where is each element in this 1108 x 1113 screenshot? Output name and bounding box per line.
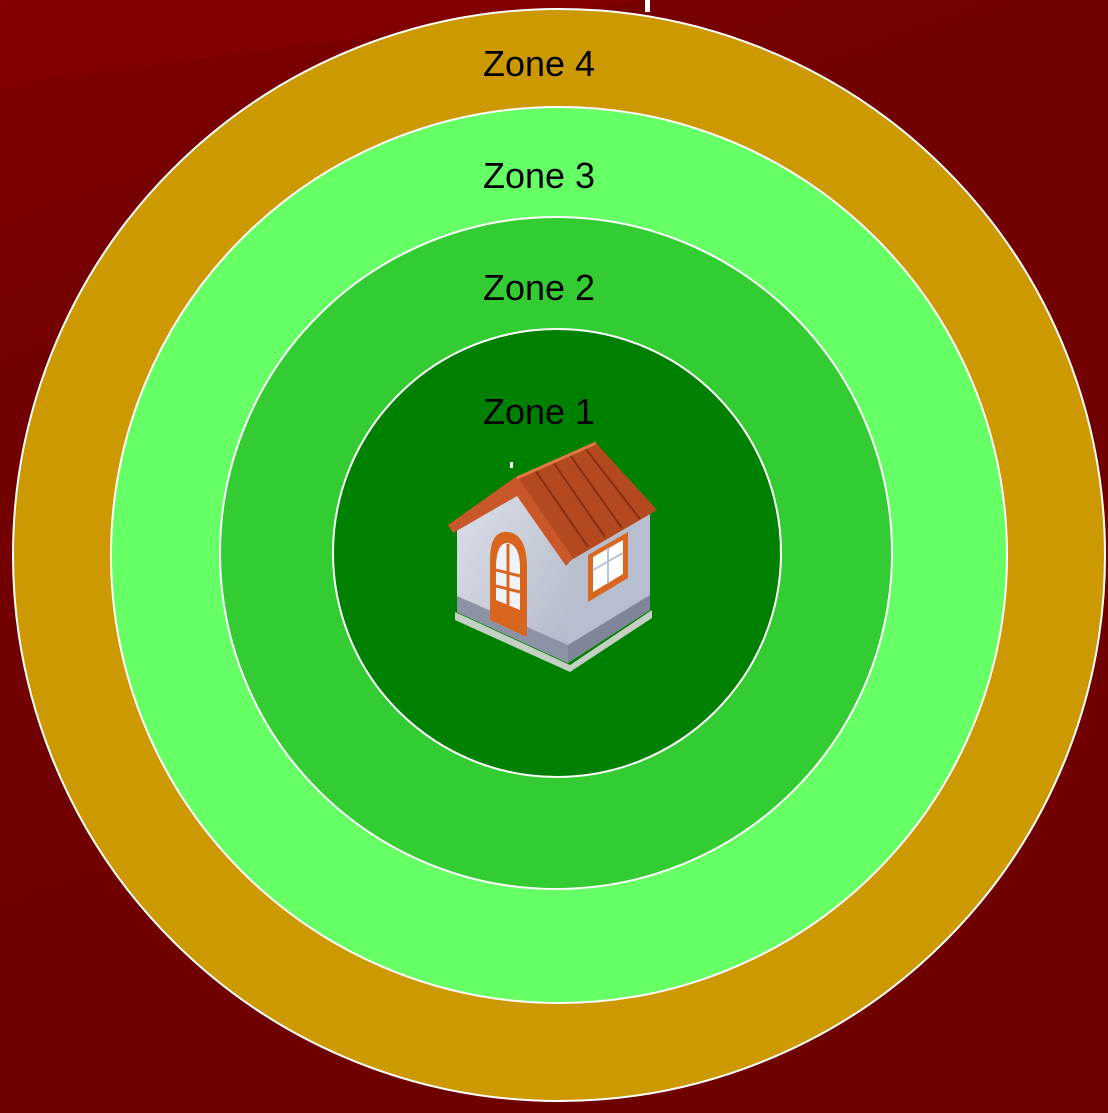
zone-2-label: Zone 2 [483, 267, 595, 308]
small-mark [510, 462, 513, 468]
top-marker [645, 0, 650, 12]
zone-1-label: Zone 1 [483, 391, 595, 432]
zone-4-label: Zone 4 [483, 43, 595, 84]
zone-3-label: Zone 3 [483, 155, 595, 196]
